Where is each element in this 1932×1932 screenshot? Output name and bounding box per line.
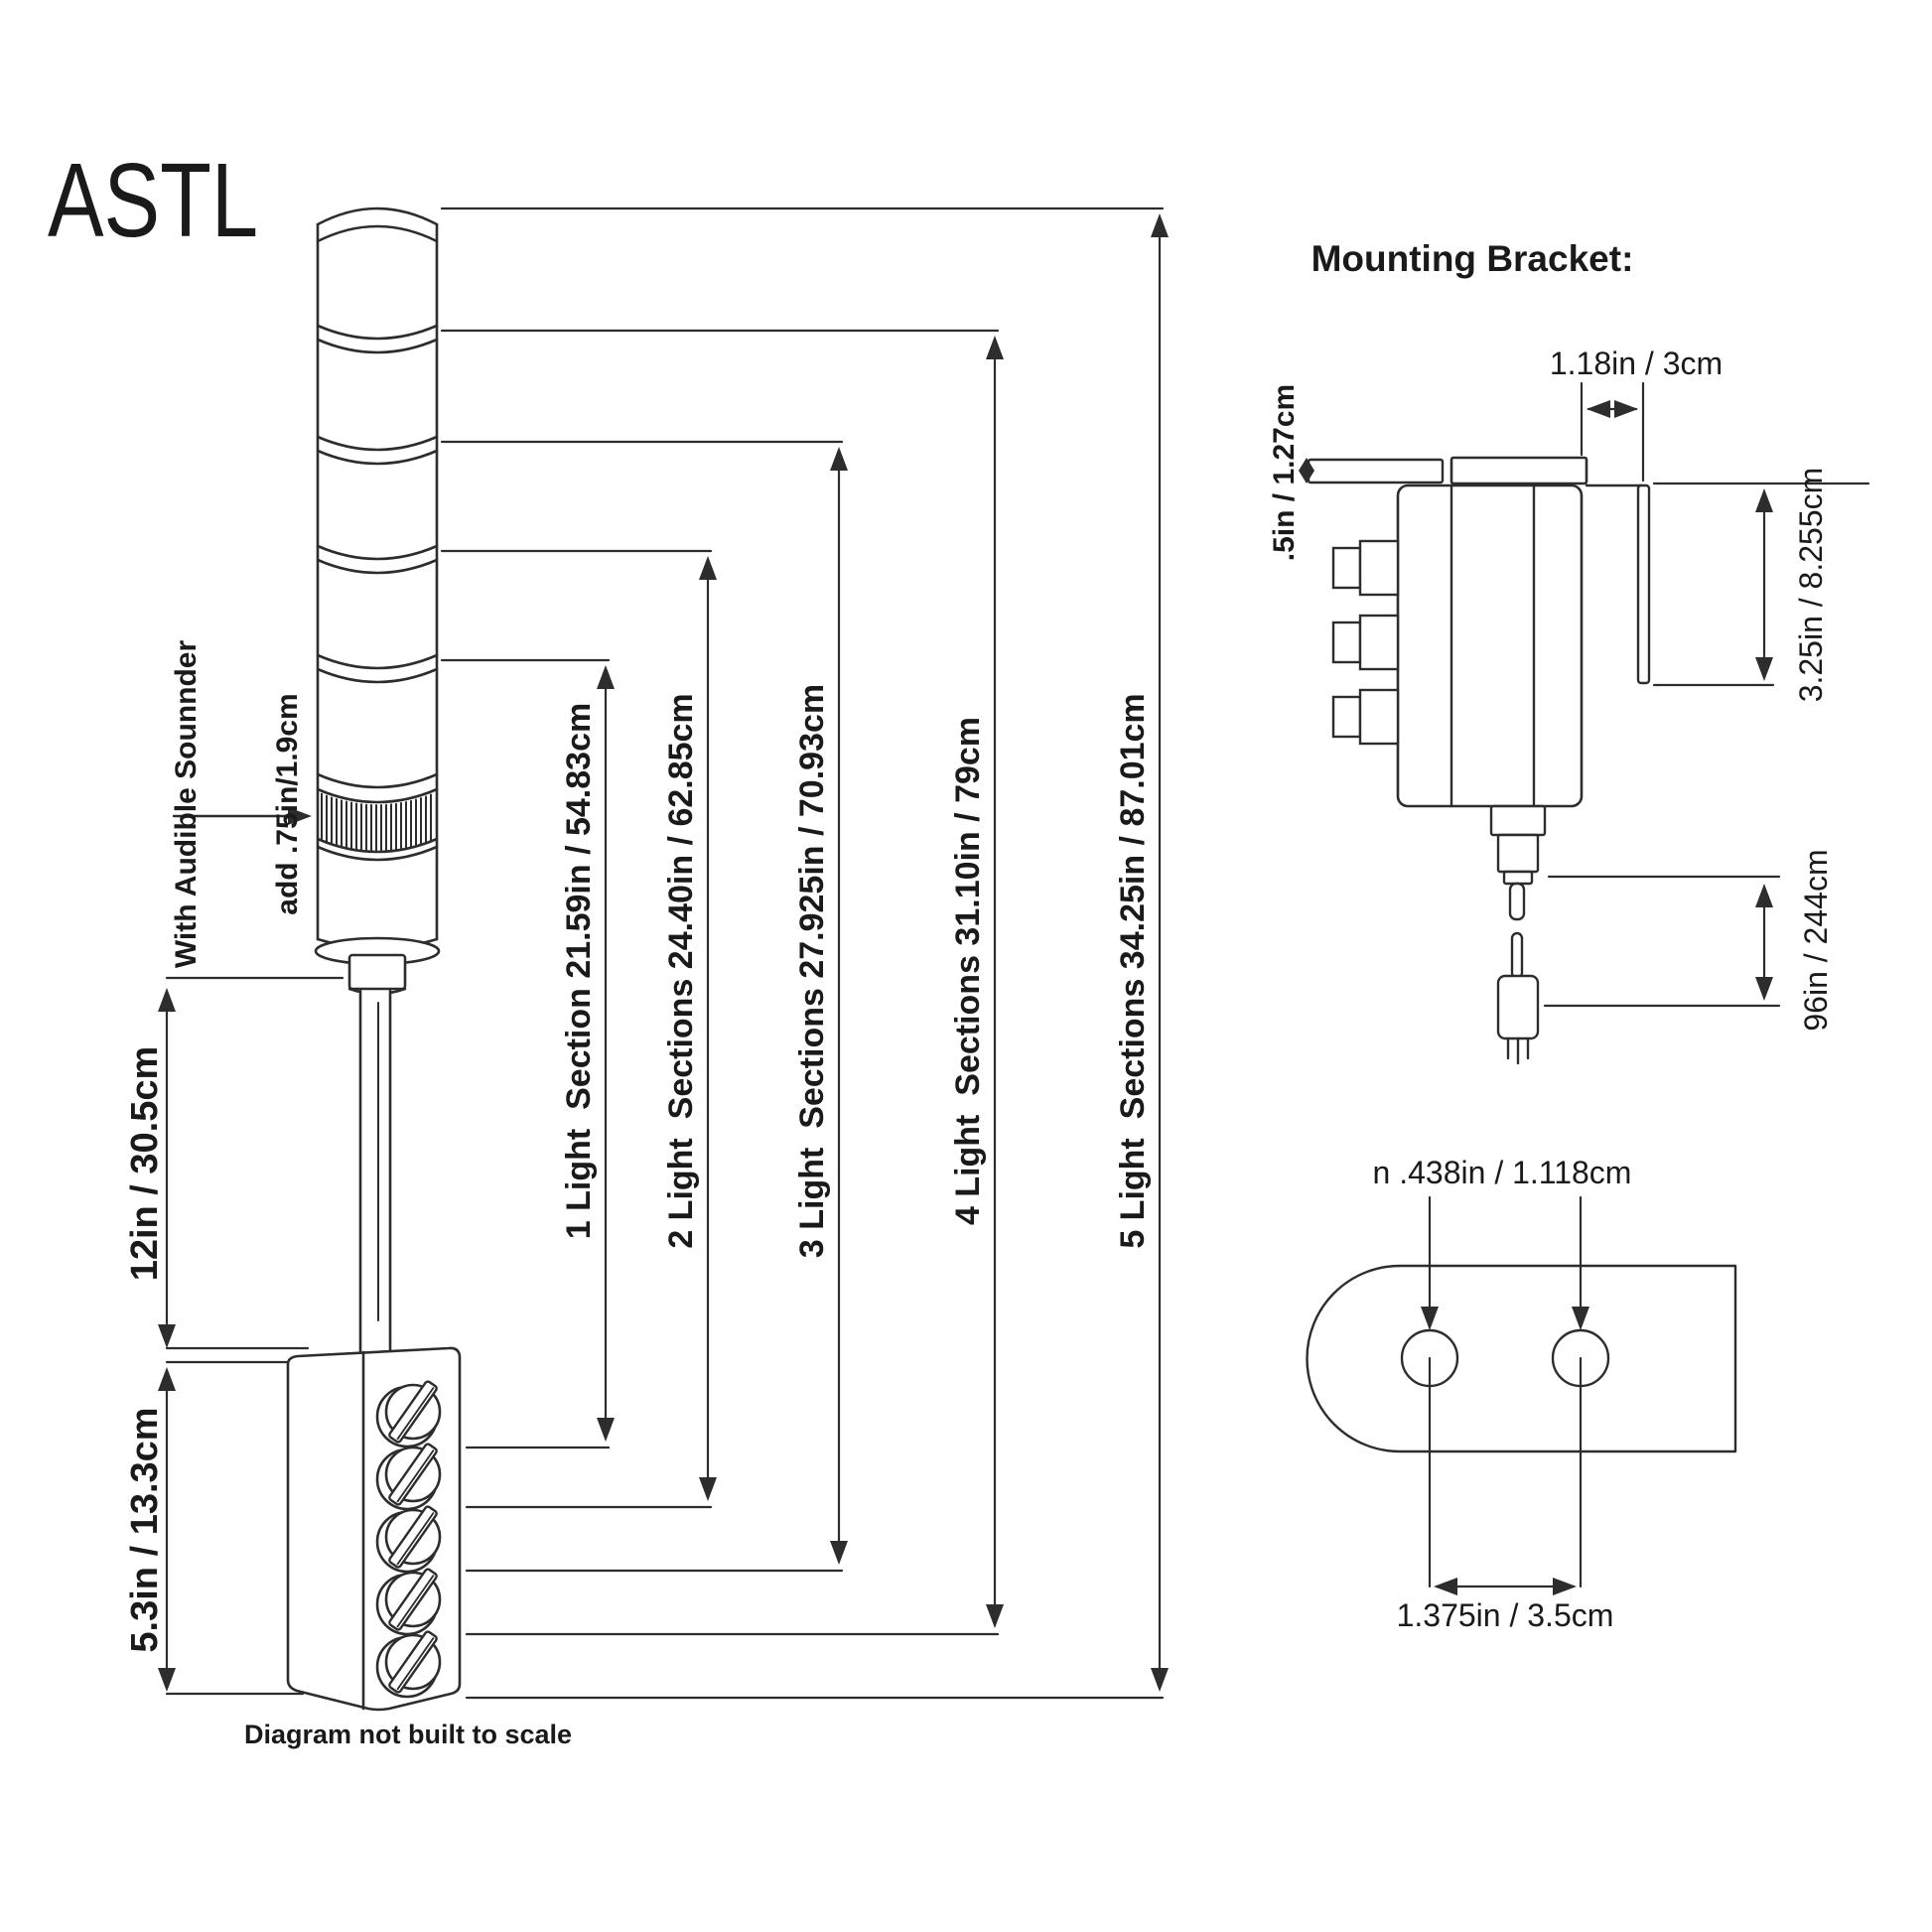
dim-label-plate-offset: 1.18in / 3cm	[1549, 345, 1724, 381]
dim-label-5-light: 5 Light Sections 34.25in / 87.01cm	[1114, 693, 1152, 1249]
dim-label-4-light: 4 Light Sections 31.10in / 79cm	[949, 716, 987, 1226]
dim-label-2-light: 2 Light Sections 24.40in / 62.85cm	[662, 693, 700, 1249]
dim-label-plate-thickness: .5in / 1.27cm	[1268, 383, 1301, 562]
dim-label-hole-diameter: n .438in / 1.118cm	[1372, 1155, 1632, 1190]
dim-label-hole-spacing: 1.375in / 3.5cm	[1396, 1597, 1614, 1633]
sounder-note-line1: With Audible Sounnder	[170, 639, 203, 969]
dim-label-base: 5.3in / 13.3cm	[124, 1407, 166, 1653]
dim-label-1-light: 1 Light Section 21.59in / 54.83cm	[560, 702, 598, 1240]
sounder-note-line2: add .75in/1.9cm	[271, 693, 304, 915]
sounder-note: With Audible Sounnder add .75in/1.9cm	[102, 571, 304, 1037]
dim-label-3-light: 3 Light Sections 27.925in / 70.93cm	[793, 683, 831, 1259]
dim-label-flange-height: 3.25in / 8.255cm	[1793, 467, 1829, 703]
footnote: Diagram not built to scale	[244, 1720, 573, 1749]
dim-label-cable-length: 96in / 244cm	[1798, 849, 1834, 1032]
bracket-title: Mounting Bracket:	[1311, 238, 1634, 279]
page-title: ASTL	[48, 142, 259, 259]
